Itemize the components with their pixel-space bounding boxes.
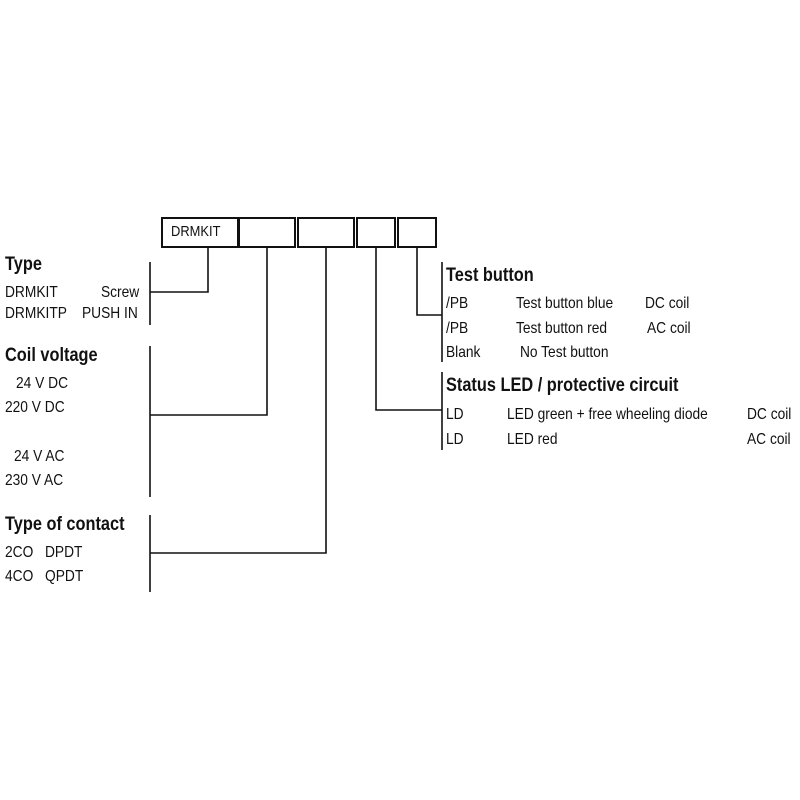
test-code-1: /PB [446,295,469,312]
led-desc-1: LED green + free wheeling diode [507,406,708,423]
status-led-heading: Status LED / protective circuit [446,375,679,396]
test-coil-1: DC coil [645,295,690,312]
coil-voltage-1: 24 V DC [16,375,69,392]
test-connector [416,248,442,316]
led-code-1: LD [446,406,464,423]
code-box-3 [297,217,355,248]
code-box-4 [356,217,396,248]
contact-desc-1: DPDT [45,544,83,561]
test-desc-3: No Test button [520,344,609,361]
coil-voltage-3: 24 V AC [14,448,65,465]
coil-connector [150,248,268,416]
type-code-2: DRMKITP [5,305,67,322]
code-box-1-label: DRMKIT [171,223,221,240]
test-desc-2: Test button red [516,320,608,337]
type-desc-2: PUSH IN [82,305,138,322]
code-box-5 [397,217,437,248]
type-connector [150,248,209,293]
led-connector [375,248,442,411]
contact-code-1: 2CO [5,544,34,561]
test-desc-1: Test button blue [516,295,614,312]
type-desc-1: Screw [101,284,140,301]
type-heading: Type [5,254,42,275]
test-coil-2: AC coil [647,320,691,337]
contact-desc-2: QPDT [45,568,84,585]
code-box-1: DRMKIT [161,217,239,248]
coil-voltage-heading: Coil voltage [5,345,98,366]
code-box-2 [238,217,296,248]
led-coil-2: AC coil [747,431,791,448]
test-code-2: /PB [446,320,469,337]
contact-code-2: 4CO [5,568,34,585]
coil-voltage-4: 230 V AC [5,472,64,489]
coil-voltage-2: 220 V DC [5,399,65,416]
contact-connector [150,248,327,554]
type-code-1: DRMKIT [5,284,58,301]
led-coil-1: DC coil [747,406,792,423]
contact-heading: Type of contact [5,514,125,535]
test-code-3: Blank [446,344,481,361]
test-button-heading: Test button [446,265,534,286]
led-code-2: LD [446,431,464,448]
led-desc-2: LED red [507,431,558,448]
